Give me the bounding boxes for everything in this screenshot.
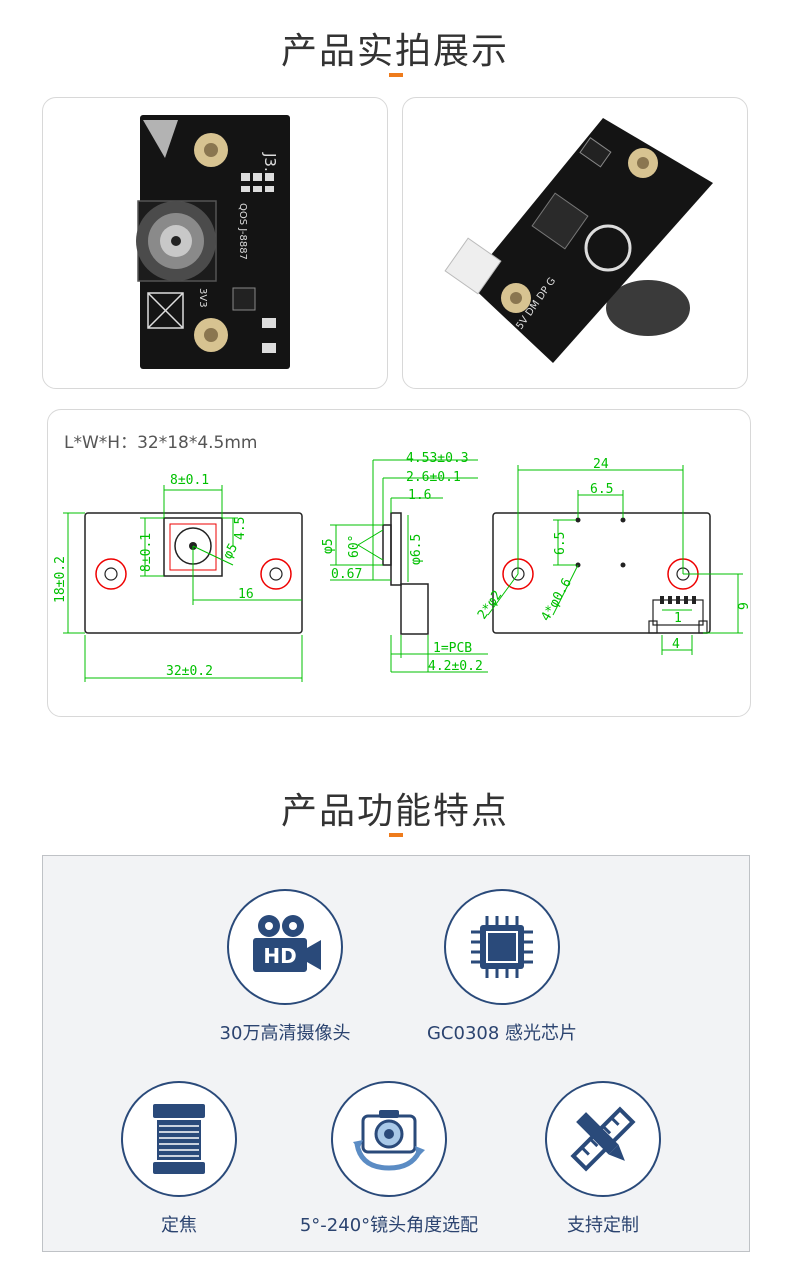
back-spacing-v: 6.5 xyxy=(553,532,568,555)
features-section-title: 产品功能特点 xyxy=(280,791,509,832)
feature-fixed-focus: 定焦 xyxy=(89,1081,269,1237)
side-d2: 2.6±0.1 xyxy=(406,470,461,485)
silk-3v3: 3V3 xyxy=(197,288,208,308)
front-board-width: 32±0.2 xyxy=(166,664,213,679)
front-offset: 16 xyxy=(238,587,254,602)
pcb-front-photo: J3. QOS J-8887 3V3 xyxy=(136,115,290,369)
feature-label-angle: 5°-240°镜头角度选配 xyxy=(299,1215,479,1236)
photo-card-front: J3. QOS J-8887 3V3 xyxy=(42,97,388,389)
chip-icon xyxy=(471,916,533,978)
silk-part: QOS J-8887 xyxy=(237,203,248,260)
side-d3: 1.6 xyxy=(408,488,431,503)
pcb-back-photo: 5V DM DP G xyxy=(444,118,713,363)
feature-hd-camera: HD 30万高清摄像头 xyxy=(195,889,375,1045)
silk-j3: J3. xyxy=(261,152,279,172)
side-pcb: 1=PCB xyxy=(433,641,472,656)
svg-text:HD: HD xyxy=(263,944,296,968)
back-spacing: 6.5 xyxy=(590,482,613,497)
feature-label-custom: 支持定制 xyxy=(567,1215,639,1236)
feature-label-hd: 30万高清摄像头 xyxy=(219,1023,351,1044)
front-board-height: 18±0.2 xyxy=(53,556,68,603)
camera-rotate-icon xyxy=(353,1110,425,1171)
back-holes: 2*φ2 xyxy=(475,588,505,622)
feature-label-focus: 定焦 xyxy=(161,1215,197,1236)
side-total: 4.2±0.2 xyxy=(428,659,483,674)
front-top-width: 8±0.1 xyxy=(170,473,209,488)
photo-card-back: 5V DM DP G xyxy=(402,97,748,389)
side-lens-d: φ5 xyxy=(321,538,336,554)
fixed-focus-icon xyxy=(153,1104,205,1174)
feature-label-chip: GC0308 感光芯片 xyxy=(426,1023,578,1044)
front-left-height: 8±0.1 xyxy=(139,533,154,572)
back-width: 24 xyxy=(593,457,609,472)
front-lens-dia: φ5 xyxy=(220,541,241,562)
dimension-card: L*W*H：32*18*4.5mm 8±0.1 8±0.1 4.5 φ5 16 … xyxy=(47,409,751,717)
title-accent-bar-2 xyxy=(389,833,403,837)
back-pads: 4*φ0.6 xyxy=(538,576,574,624)
feature-angle: 5°-240°镜头角度选配 xyxy=(299,1081,479,1237)
title-accent-bar xyxy=(389,73,403,77)
feature-chip: GC0308 感光芯片 xyxy=(412,889,592,1045)
back-height: 9 xyxy=(737,602,751,610)
front-right-h: 4.5 xyxy=(233,517,248,540)
photos-section-title: 产品实拍展示 xyxy=(280,31,509,72)
size-text: L*W*H：32*18*4.5mm xyxy=(64,433,258,453)
hd-camera-icon: HD xyxy=(253,915,321,972)
side-lens-d2: φ6.5 xyxy=(409,534,424,565)
side-d1: 4.53±0.3 xyxy=(406,451,469,466)
side-d4: 0.67 xyxy=(331,567,362,582)
features-panel: HD 30万高清摄像头 GC0308 感光芯片 xyxy=(42,855,750,1252)
back-pitch: 1 xyxy=(674,611,682,626)
dimension-drawing: 8±0.1 8±0.1 4.5 φ5 16 18±0.2 32±0.2 4.53… xyxy=(53,451,751,682)
pencil-ruler-icon xyxy=(570,1106,636,1172)
feature-custom: 支持定制 xyxy=(513,1081,693,1237)
side-angle: 60° xyxy=(347,535,362,558)
back-conn: 4 xyxy=(672,637,680,652)
